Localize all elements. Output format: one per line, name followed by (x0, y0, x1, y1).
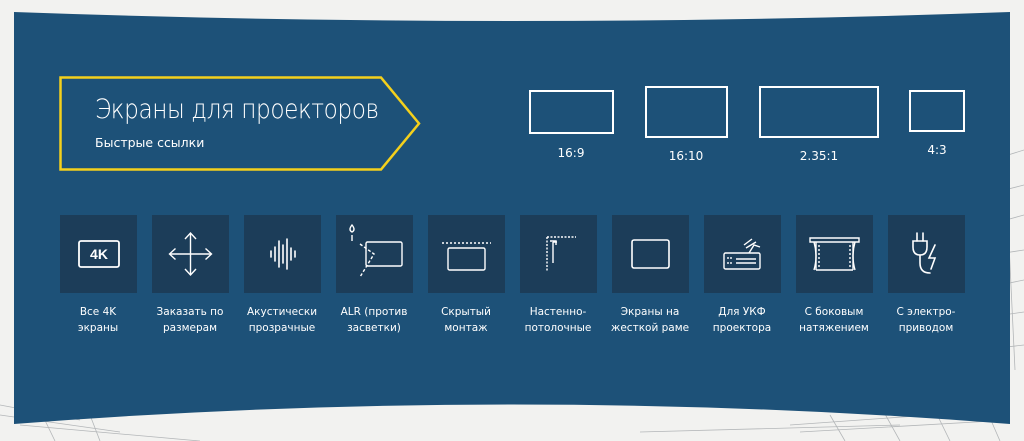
category-tile-acoustic[interactable] (244, 215, 321, 293)
4k-icon: 4K (78, 240, 120, 268)
category-tile-4k[interactable]: 4K (60, 215, 137, 293)
fixed-frame-icon (631, 239, 670, 269)
category-tile-wall-ceiling[interactable] (520, 215, 597, 293)
ratio-label: 2.35:1 (799, 149, 839, 163)
ratio-label: 4:3 (927, 143, 947, 157)
page-subtitle: Быстрые ссылки (95, 135, 205, 150)
category-tile-motorized[interactable] (888, 215, 965, 293)
wall-ceiling-icon (546, 236, 576, 271)
ratio-frame-icon (645, 86, 728, 138)
resize-arrows-icon (168, 231, 213, 277)
ratio-frame-icon (759, 86, 879, 138)
alr-light-icon (349, 223, 403, 278)
page-title: Экраны для проекторов (95, 94, 379, 125)
category-tile-alr[interactable] (336, 215, 413, 293)
sound-wave-icon (270, 238, 296, 270)
ratio-label: 16:10 (668, 149, 704, 163)
electric-plug-icon (912, 232, 937, 274)
category-label-motorized: С электро-приводом (896, 306, 956, 334)
category-tile-custom-size[interactable] (152, 215, 229, 293)
category-tile-fixed-frame[interactable] (612, 215, 689, 293)
ust-projector-icon (723, 238, 761, 270)
ratio-label: 16:9 (557, 146, 585, 160)
ratio-frame-icon (909, 90, 965, 132)
category-tile-hidden-mount[interactable] (428, 215, 505, 293)
ratio-frame-icon (529, 90, 614, 134)
side-tension-icon (809, 237, 860, 271)
title-arrow-frame (59, 76, 421, 171)
hidden-mount-icon (442, 242, 491, 271)
svg-text:4K: 4K (90, 246, 108, 262)
category-label-wall-ceiling: Настенно-потолочные (524, 306, 592, 334)
category-tile-side-tension[interactable] (796, 215, 873, 293)
category-tile-ust[interactable] (704, 215, 781, 293)
